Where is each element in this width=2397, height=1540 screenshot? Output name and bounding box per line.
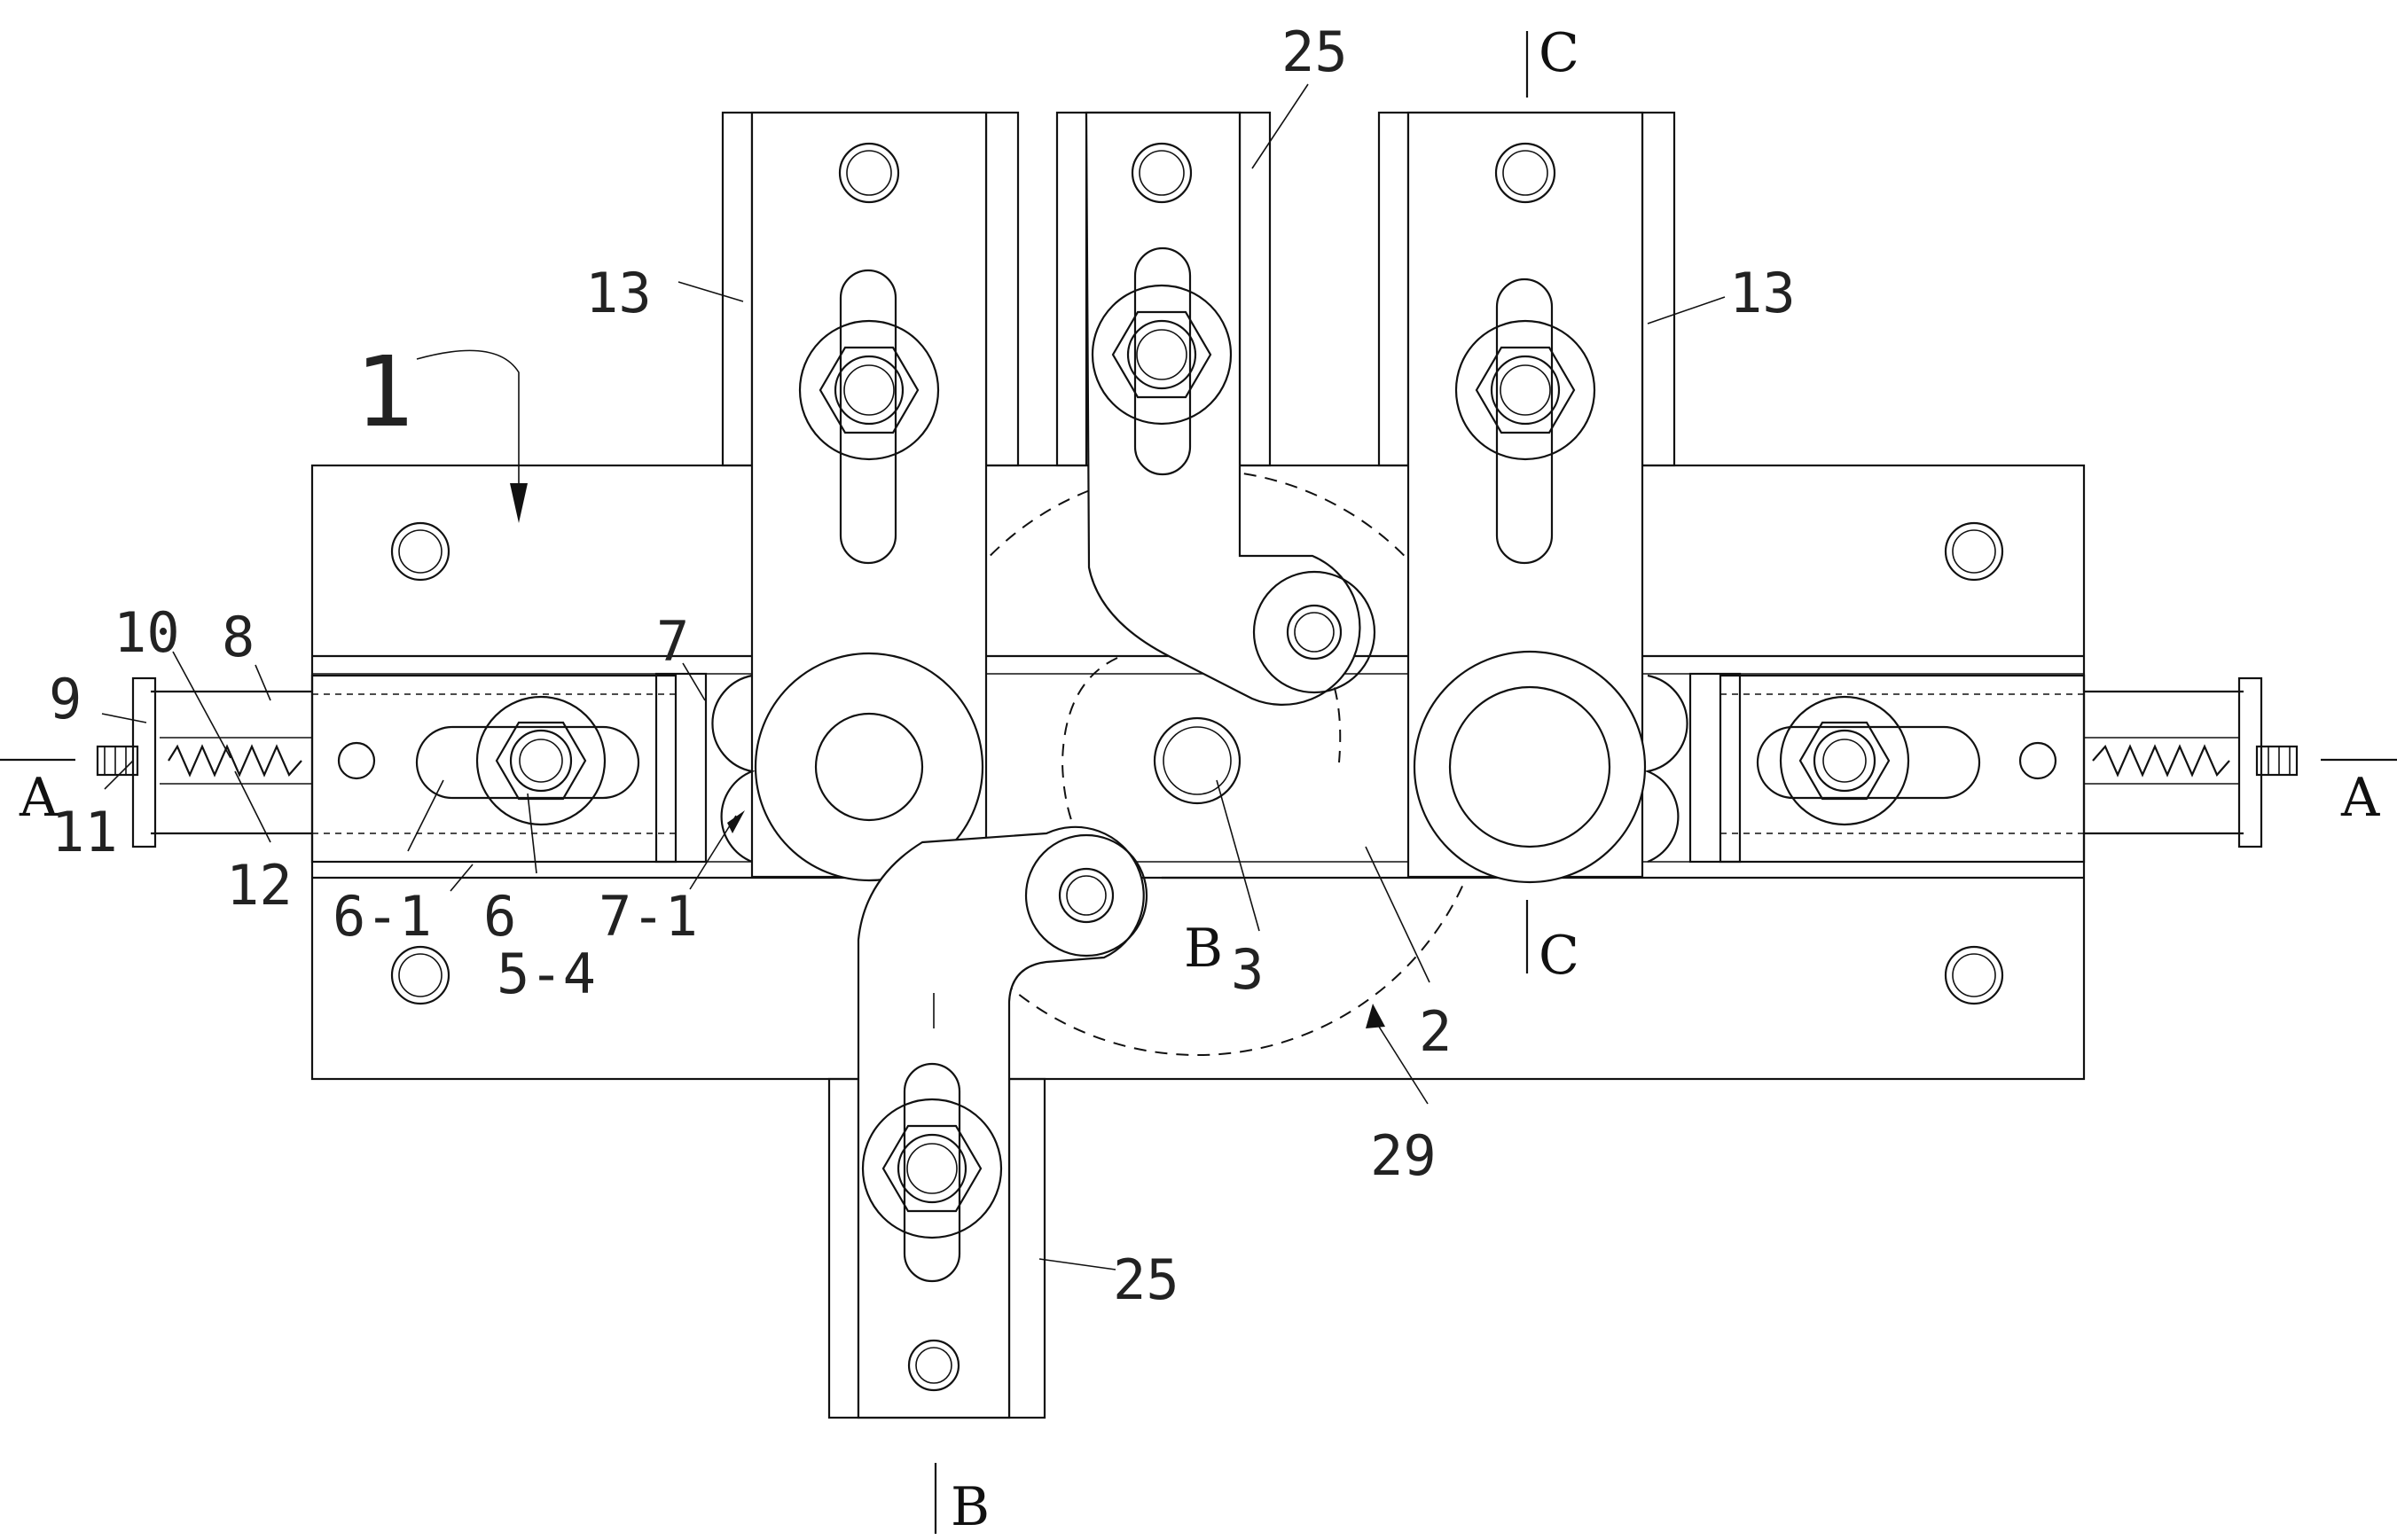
label-25-top: 25 [1281, 20, 1348, 84]
section-c-mid: C [1539, 925, 1579, 987]
label-2: 2 [1419, 999, 1452, 1064]
label-8: 8 [222, 605, 255, 669]
label-5-4: 5-4 [497, 942, 596, 1006]
section-a-left: A [19, 767, 59, 829]
section-a-right: A [2340, 767, 2380, 829]
center-pin-3 [1153, 716, 1242, 805]
section-b-bottom: B [951, 1476, 990, 1538]
label-9: 9 [49, 667, 82, 731]
label-1: 1 [355, 335, 413, 449]
label-7: 7 [656, 609, 689, 674]
top-link-25 [1055, 111, 1376, 706]
label-10: 10 [114, 600, 180, 665]
label-3: 3 [1231, 937, 1264, 1002]
leader-lines [101, 83, 1726, 1270]
bottom-link-25 [827, 825, 1148, 1419]
part-labels: 1 13 13 25 25 7 8 9 10 11 12 6-1 6 5-4 7… [49, 20, 1796, 1312]
right-slide-assembly [1644, 672, 2299, 864]
left-arm-13 [721, 111, 1020, 882]
label-12: 12 [226, 853, 293, 918]
section-letters: A A B B C C [19, 22, 2380, 1538]
label-7-1: 7-1 [599, 884, 698, 949]
label-13-left: 13 [585, 261, 652, 325]
section-markers [0, 31, 2397, 1534]
label-25-bottom: 25 [1113, 1247, 1179, 1312]
label-6: 6 [483, 884, 516, 949]
right-arm-13 [1377, 111, 1676, 884]
left-slide-assembly [96, 672, 756, 864]
label-13-right: 13 [1729, 261, 1796, 325]
section-b-mid: B [1184, 918, 1223, 980]
section-c-top: C [1539, 22, 1579, 84]
label-29: 29 [1370, 1123, 1437, 1188]
label-11: 11 [51, 800, 118, 864]
label-6-1: 6-1 [333, 884, 432, 949]
